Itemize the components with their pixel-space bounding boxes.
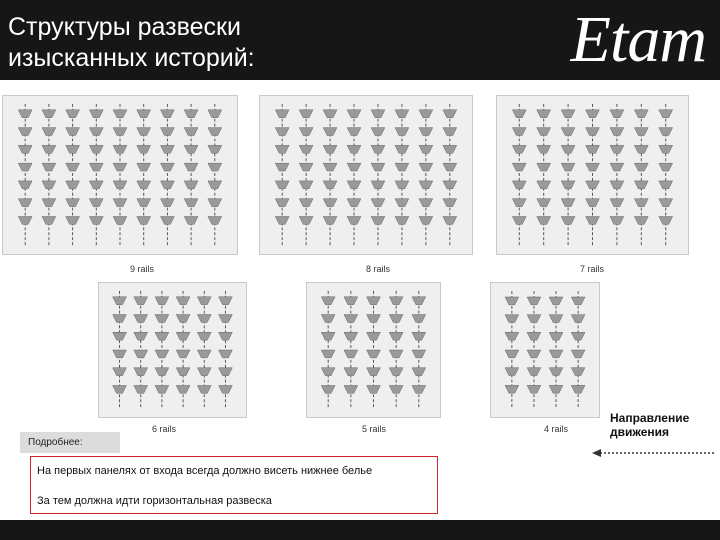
rail (274, 103, 290, 247)
rail (65, 103, 80, 247)
direction-label: Направление движения (610, 411, 689, 439)
rail (442, 103, 458, 247)
panel-8-rails (259, 95, 473, 255)
rail (658, 103, 674, 247)
rail (17, 103, 33, 247)
rail (411, 290, 427, 410)
title-line-2: изысканных историй: (8, 44, 255, 72)
footer-bar (0, 520, 720, 540)
rail (536, 103, 552, 247)
rail (88, 103, 104, 247)
rail (322, 103, 338, 247)
rail (570, 291, 586, 409)
notes-box: На первых панелях от входа всегда должно… (30, 456, 438, 514)
rail (154, 290, 170, 410)
title-line-1: Структуры развески (8, 13, 241, 41)
rail (548, 291, 564, 409)
rail (133, 290, 149, 410)
rail (388, 290, 404, 410)
rail (511, 103, 527, 247)
page-title: Структуры развески изысканных историй: (8, 12, 255, 74)
panel-label-6-rails: 6 rails (152, 424, 177, 434)
brand-logo: Etam (570, 3, 707, 76)
rail (418, 103, 434, 247)
panel-label-9-rails: 9 rails (130, 264, 155, 274)
note-line-2: За тем должна идти горизонтальная развес… (37, 495, 272, 507)
rail (112, 290, 127, 410)
panel-label-5-rails: 5 rails (362, 424, 387, 434)
rail (218, 290, 233, 410)
rail (41, 103, 57, 247)
more-details-label: Подробнее: (20, 432, 120, 453)
rail (196, 290, 212, 410)
panel-label-8-rails: 8 rails (366, 264, 391, 274)
panel-label-4-rails: 4 rails (544, 424, 569, 434)
panel-7-rails (496, 95, 689, 255)
rail (366, 290, 381, 410)
panel-9-rails (2, 95, 238, 255)
panel-6-rails (98, 282, 247, 418)
rail (609, 103, 625, 247)
rail (585, 103, 600, 247)
rail (160, 103, 175, 247)
direction-line-2: движения (610, 425, 670, 439)
rail (560, 103, 576, 247)
rail (298, 103, 314, 247)
rail (320, 290, 336, 410)
header-bar: Структуры развески изысканных историй: E… (0, 0, 720, 80)
panel-4-rails (490, 282, 600, 418)
rail (175, 290, 191, 410)
rail (394, 103, 410, 247)
panel-label-7-rails: 7 rails (580, 264, 605, 274)
rail (207, 103, 223, 247)
rail (526, 291, 542, 409)
rail (346, 103, 362, 247)
rail (112, 103, 128, 247)
panel-5-rails (306, 282, 441, 418)
note-line-1: На первых панелях от входа всегда должно… (37, 465, 373, 477)
rail (343, 290, 359, 410)
direction-line-1: Направление (610, 411, 690, 425)
rail (136, 103, 152, 247)
rail (183, 103, 199, 247)
rail (370, 103, 386, 247)
rail (633, 103, 649, 247)
rail (504, 291, 520, 409)
direction-arrow-icon (592, 449, 716, 457)
